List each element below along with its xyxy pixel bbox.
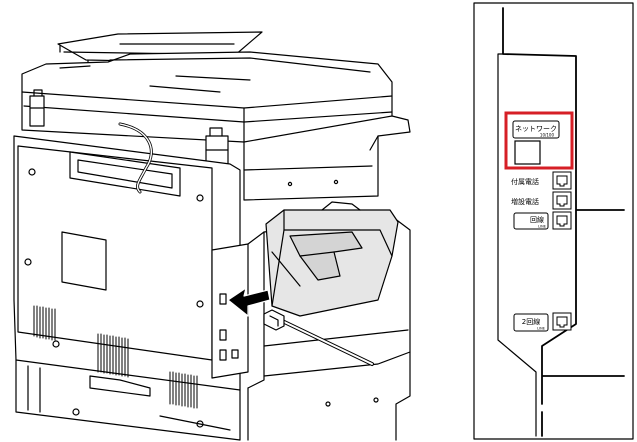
network-port-highlight: ネットワーク 10/100 xyxy=(504,111,574,170)
port-sublabel: LINE xyxy=(538,225,546,229)
line2-label: 2回線 xyxy=(522,317,540,326)
copier-illustration xyxy=(13,31,411,441)
highlight-box xyxy=(504,111,574,170)
port-label: 増設電話 xyxy=(511,197,539,206)
connector-panel xyxy=(473,2,634,440)
phone-port-item: 回線 LINE xyxy=(513,211,572,230)
port-label: 付属電話 xyxy=(511,177,539,186)
line2-port: 2回線 LINE xyxy=(513,312,572,332)
phone-port-item: 増設電話 xyxy=(511,191,572,210)
line2-sublabel: LINE xyxy=(537,327,545,331)
phone-port-list: 付属電話 増設電話 回線 LINE 2回線 LINE xyxy=(511,171,572,332)
network-port-socket xyxy=(514,140,541,165)
port-label: 回線 xyxy=(530,215,544,224)
network-port-sublabel: 10/100 xyxy=(540,133,555,138)
network-port-label: ネットワーク xyxy=(515,125,557,133)
phone-port-item: 付属電話 xyxy=(511,171,572,190)
